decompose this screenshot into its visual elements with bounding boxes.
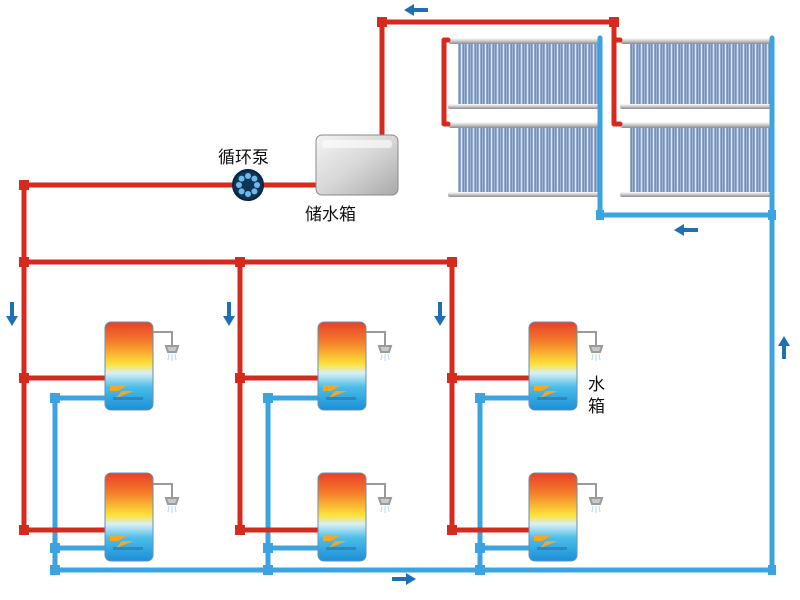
cold-pipe-fittings bbox=[50, 210, 776, 575]
arrow-icon bbox=[778, 336, 790, 359]
arrow-icon bbox=[434, 302, 446, 326]
solar-collector-top-right bbox=[620, 38, 772, 109]
shower-icon bbox=[153, 331, 180, 361]
water-tank-label-line2: 箱 bbox=[588, 397, 605, 417]
arrow-icon bbox=[223, 302, 235, 326]
water-tank-3-lower bbox=[528, 472, 578, 562]
cold-water-pipes bbox=[52, 35, 775, 573]
water-tank-1-lower bbox=[104, 472, 154, 562]
water-tank-1-upper bbox=[104, 321, 154, 411]
storage-tank bbox=[315, 134, 399, 196]
group2-upper-return-pipe bbox=[265, 395, 323, 573]
shower-icon bbox=[577, 483, 604, 513]
hot-water-pipes bbox=[21, 19, 623, 533]
solar-collector-top-left bbox=[448, 38, 600, 109]
arrow-icon bbox=[6, 302, 18, 326]
solar-collector-array bbox=[448, 38, 772, 197]
water-tank-2-upper bbox=[317, 321, 367, 411]
water-tank-label-line1: 水 bbox=[588, 375, 605, 395]
solar-collector-bottom-right bbox=[620, 122, 772, 197]
group3-upper-return-pipe bbox=[477, 395, 533, 573]
shower-heads bbox=[153, 331, 604, 513]
flow-arrows bbox=[6, 4, 790, 585]
pump-label: 循环泵 bbox=[218, 148, 269, 168]
arrow-icon bbox=[674, 224, 698, 236]
shower-icon bbox=[366, 331, 393, 361]
arrow-icon bbox=[404, 4, 428, 16]
group1-upper-return-pipe bbox=[52, 395, 110, 573]
shower-icon bbox=[153, 483, 180, 513]
shower-icon bbox=[366, 483, 393, 513]
arrow-icon bbox=[392, 573, 416, 585]
pump-icon bbox=[232, 169, 264, 201]
storage-tank-label: 储水箱 bbox=[305, 205, 356, 225]
water-tank-2-lower bbox=[317, 472, 367, 562]
solar-collector-bottom-left bbox=[448, 122, 600, 197]
shower-icon bbox=[577, 331, 604, 361]
pump-supply-pipe bbox=[21, 182, 319, 533]
water-tank-3-upper bbox=[528, 321, 578, 411]
hot-pipe-fittings bbox=[19, 17, 619, 535]
water-tanks bbox=[104, 321, 578, 562]
collector-left-inlet-pipe bbox=[441, 37, 451, 127]
